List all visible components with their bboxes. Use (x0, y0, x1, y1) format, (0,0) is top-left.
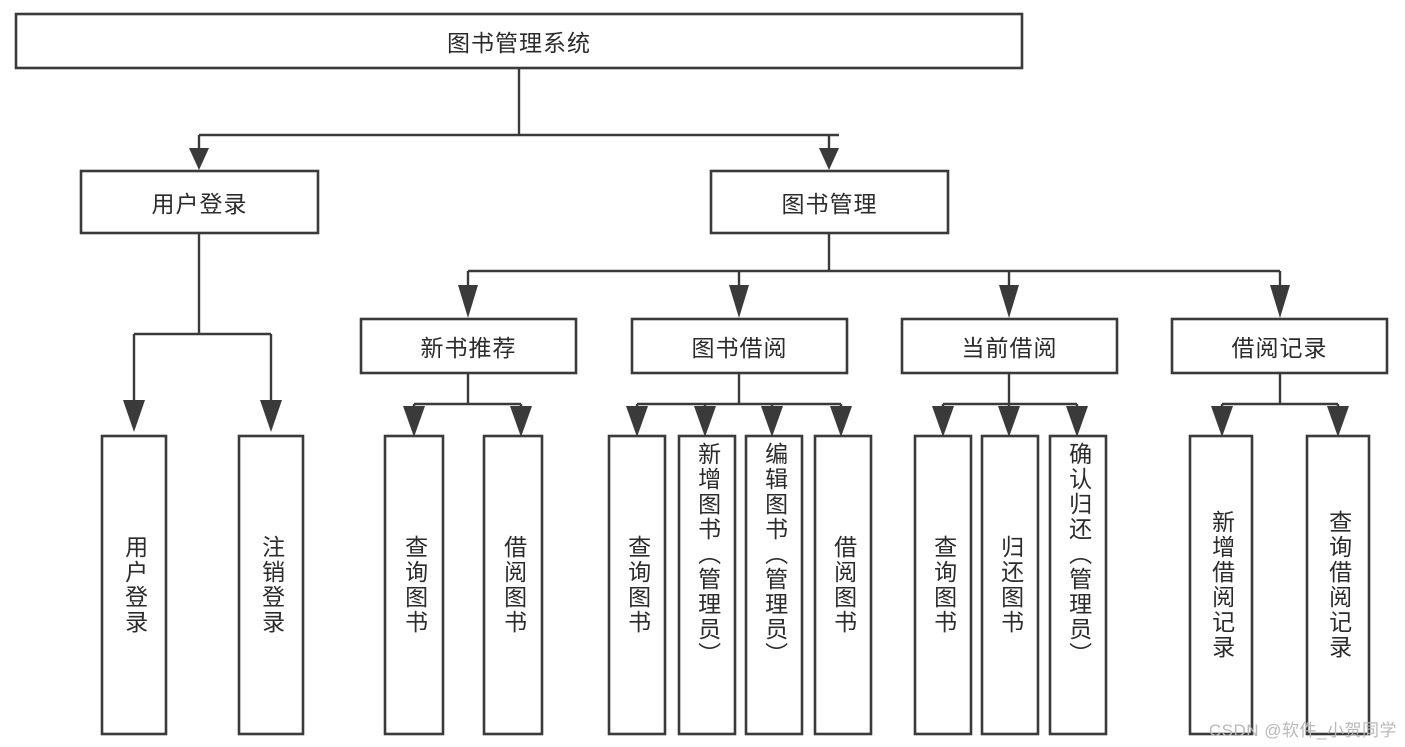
arrowhead-br-leaf1-icon (1211, 406, 1233, 437)
leaf-box-bb-borrow-book[interactable] (813, 434, 873, 736)
node-new-book-recommend-box[interactable] (359, 317, 578, 375)
leaf-box-bb-add-book[interactable] (677, 434, 737, 736)
arrowhead-br-leaf2-icon (1327, 406, 1349, 437)
node-book-management-box[interactable] (709, 169, 950, 235)
leaf-box-br-add-record[interactable] (1188, 434, 1254, 736)
leaf-box-cb-query-book[interactable] (913, 434, 973, 736)
arrowhead-cb-leaf2-icon (998, 406, 1020, 437)
leaf-box-nb-borrow-book[interactable] (482, 434, 544, 736)
arrowhead-borrowrecord-icon (1270, 285, 1290, 318)
leaf-box-user-login[interactable] (100, 434, 168, 736)
arrowhead-newbook-icon (458, 285, 478, 318)
leaf-box-bb-edit-book[interactable] (744, 434, 804, 736)
arrowhead-nb-leaf1-icon (403, 406, 425, 437)
arrowhead-leaf-user-login-icon (123, 400, 145, 432)
arrowhead-nb-leaf2-icon (510, 406, 532, 437)
node-user-login-box[interactable] (79, 169, 320, 235)
arrowhead-leaf-logout-icon (260, 400, 282, 432)
csdn-watermark: CSDN @软件_小贺同学 (1208, 721, 1397, 740)
leaf-box-nb-query-book[interactable] (383, 434, 445, 736)
arrowhead-userlogin-icon (189, 148, 209, 170)
arrowhead-cb-leaf3-icon (1066, 406, 1088, 437)
arrowhead-bookborrow-icon (729, 285, 749, 318)
node-root-box[interactable] (14, 12, 1024, 70)
arrowhead-cb-leaf1-icon (932, 406, 954, 437)
leaf-box-bb-query-book[interactable] (607, 434, 667, 736)
leaf-box-cb-return-book[interactable] (980, 434, 1040, 736)
leaf-box-logout[interactable] (237, 434, 305, 736)
leaf-box-cb-confirm-return[interactable] (1048, 434, 1108, 736)
leaf-box-br-query-record[interactable] (1305, 434, 1371, 736)
arrowhead-currentborrow-icon (999, 285, 1019, 318)
arrowhead-bb-leaf4-icon (830, 406, 852, 437)
arrowhead-bb-leaf3-icon (761, 406, 783, 437)
node-book-borrow-box[interactable] (630, 317, 849, 375)
arrowhead-bb-leaf1-icon (626, 406, 648, 437)
node-borrow-record-box[interactable] (1170, 317, 1389, 375)
arrowhead-bb-leaf2-icon (694, 406, 716, 437)
arrowhead-bookmgmt-icon (819, 148, 839, 170)
node-current-borrow-box[interactable] (900, 317, 1119, 375)
